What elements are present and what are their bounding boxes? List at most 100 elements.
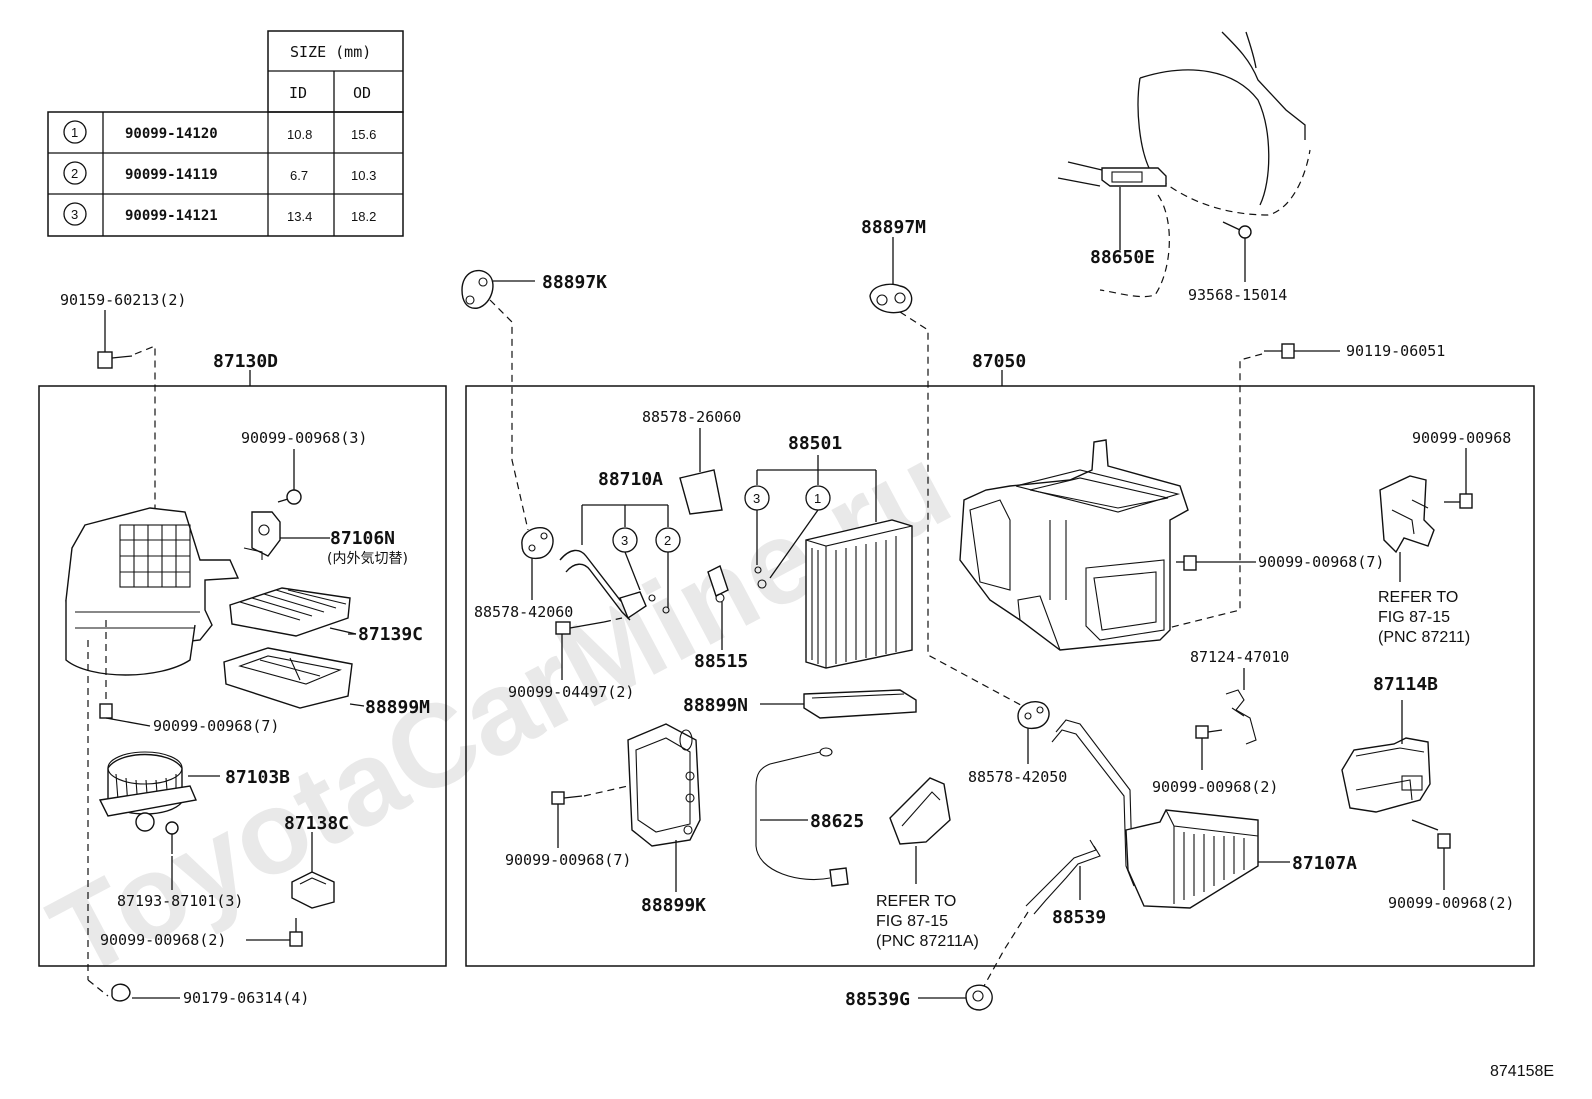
part-label-87138C: 87138C xyxy=(284,813,349,834)
filter-87139C xyxy=(229,587,357,637)
part-label-90179-06314: 90179-06314(4) xyxy=(183,989,309,1007)
sensor-88625 xyxy=(755,747,849,887)
row-part-number: 90099-14120 xyxy=(125,126,218,142)
pipe-88710A xyxy=(559,549,670,621)
refer-mid-line2: FIG 87-15 xyxy=(876,913,948,930)
part-label-87114B: 87114B xyxy=(1373,674,1438,695)
part-label-90119-06051: 90119-06051 xyxy=(1346,342,1445,360)
pad-88578-26060 xyxy=(679,428,723,515)
size-table-row: 3 90099-14121 13.4 18.2 xyxy=(63,202,376,226)
row-part-number: 90099-14121 xyxy=(125,208,218,224)
part-label-90099-00968-2c: 90099-00968(2) xyxy=(1388,894,1514,912)
figure-id: 874158E xyxy=(1490,1063,1554,1080)
part-label-87106N-note: (内外気切替) xyxy=(327,551,408,567)
heater-group-box xyxy=(465,385,1535,967)
part-label-88899N: 88899N xyxy=(683,695,748,716)
gasket-88578-42060 xyxy=(521,527,554,600)
part-label-87193-87101: 87193-87101(3) xyxy=(117,892,243,910)
grommet-88897M xyxy=(869,237,1031,711)
part-label-90099-00968-2a: 90099-00968(2) xyxy=(100,931,226,949)
part-label-88539G: 88539G xyxy=(845,989,910,1010)
part-label-88650E: 88650E xyxy=(1090,247,1155,268)
part-label-90099-00968-3: 90099-00968(3) xyxy=(241,429,367,447)
part-label-87103B: 87103B xyxy=(225,767,290,788)
part-label-93568-15014: 93568-15014 xyxy=(1188,286,1287,304)
refer-mid-line3: (PNC 87211A) xyxy=(876,933,979,950)
blower-group-box xyxy=(38,385,447,967)
part-label-90099-00968-7c: 90099-00968(7) xyxy=(1258,553,1384,571)
grommet-88539G xyxy=(918,984,993,1011)
row-mark: 1 xyxy=(71,125,78,140)
size-table-col-od: OD xyxy=(353,84,371,102)
screw-90099-00968-7a xyxy=(99,620,151,727)
part-label-90099-00968: 90099-00968 xyxy=(1412,429,1511,447)
part-label-87139C: 87139C xyxy=(358,624,423,645)
part-label-88897K: 88897K xyxy=(542,272,607,293)
row-id: 6.7 xyxy=(290,168,308,183)
leader-88501 xyxy=(744,455,877,579)
screw-90099-00968-2a xyxy=(246,918,303,947)
screw-93568-15014 xyxy=(1222,221,1252,282)
vehicle-body-sketch xyxy=(1057,31,1311,298)
part-label-88899M: 88899M xyxy=(365,697,430,718)
part-label-88515: 88515 xyxy=(694,651,748,672)
gasket-88578-42050 xyxy=(1017,700,1050,764)
screw-87193-87101 xyxy=(165,821,179,890)
screw-90099-00968-top xyxy=(1444,448,1473,509)
size-table-row: 1 90099-14120 10.8 15.6 xyxy=(63,120,376,144)
callout-88710A-2: 2 xyxy=(664,533,671,548)
part-label-90159-60213: 90159-60213(2) xyxy=(60,291,186,309)
group-label-87130D: 87130D xyxy=(213,351,278,372)
bolt-90099-04497 xyxy=(555,617,623,680)
callout-88710A-3: 3 xyxy=(621,533,628,548)
damper-servo-87114B xyxy=(1341,700,1431,813)
bracket-87211 xyxy=(1379,475,1435,582)
filter-case-88899M xyxy=(223,647,365,709)
blower-housing xyxy=(65,507,240,676)
row-part-number: 90099-14119 xyxy=(125,167,218,183)
part-label-88899K: 88899K xyxy=(641,895,706,916)
leader-88710A xyxy=(581,504,681,608)
row-id: 10.8 xyxy=(287,127,312,142)
size-table: SIZE (mm) ID OD 1 90099-14120 10.8 15.6 … xyxy=(47,30,404,237)
screw-90099-00968-7b xyxy=(551,785,629,848)
part-label-88539: 88539 xyxy=(1052,907,1106,928)
part-label-90099-00968-7a: 90099-00968(7) xyxy=(153,717,279,735)
nut-90179-06314 xyxy=(87,640,180,1002)
resistor-87138C xyxy=(291,832,335,909)
row-id: 13.4 xyxy=(287,209,312,224)
callout-88501-3: 3 xyxy=(753,491,760,506)
part-label-88578-42060: 88578-42060 xyxy=(474,603,573,621)
refer-right-line1: REFER TO xyxy=(1378,589,1458,606)
clip-87124-47010 xyxy=(1225,668,1257,745)
screw-90099-00968-3 xyxy=(277,449,302,505)
heater-case xyxy=(959,439,1189,651)
screw-90099-00968-2b xyxy=(1195,725,1223,770)
row-mark: 3 xyxy=(71,207,78,222)
row-mark: 2 xyxy=(71,166,78,181)
refer-mid-line1: REFER TO xyxy=(876,893,956,910)
servo-87106N xyxy=(243,511,330,560)
hose-88539 xyxy=(983,839,1101,987)
group-label-87050: 87050 xyxy=(972,351,1026,372)
heater-core-87107A xyxy=(1051,719,1290,909)
row-od: 10.3 xyxy=(351,168,376,183)
part-label-88578-42050: 88578-42050 xyxy=(968,768,1067,786)
part-label-88501: 88501 xyxy=(788,433,842,454)
bolt-90119-06051 xyxy=(1159,343,1340,631)
part-label-90099-04497: 90099-04497(2) xyxy=(508,683,634,701)
part-label-87124-47010: 87124-47010 xyxy=(1190,648,1289,666)
evaporator-88501 xyxy=(805,519,913,669)
row-od: 18.2 xyxy=(351,209,376,224)
part-label-88578-26060: 88578-26060 xyxy=(642,408,741,426)
part-label-87107A: 87107A xyxy=(1292,853,1357,874)
part-label-88710A: 88710A xyxy=(598,469,663,490)
row-od: 15.6 xyxy=(351,127,376,142)
part-label-87106N: 87106N xyxy=(330,528,395,549)
duct-87211A xyxy=(889,777,951,884)
size-table-header: SIZE (mm) xyxy=(290,43,371,61)
size-table-row: 2 90099-14119 6.7 10.3 xyxy=(63,161,376,185)
part-label-88897M: 88897M xyxy=(861,217,926,238)
screw-90099-00968-2c xyxy=(1411,819,1451,890)
